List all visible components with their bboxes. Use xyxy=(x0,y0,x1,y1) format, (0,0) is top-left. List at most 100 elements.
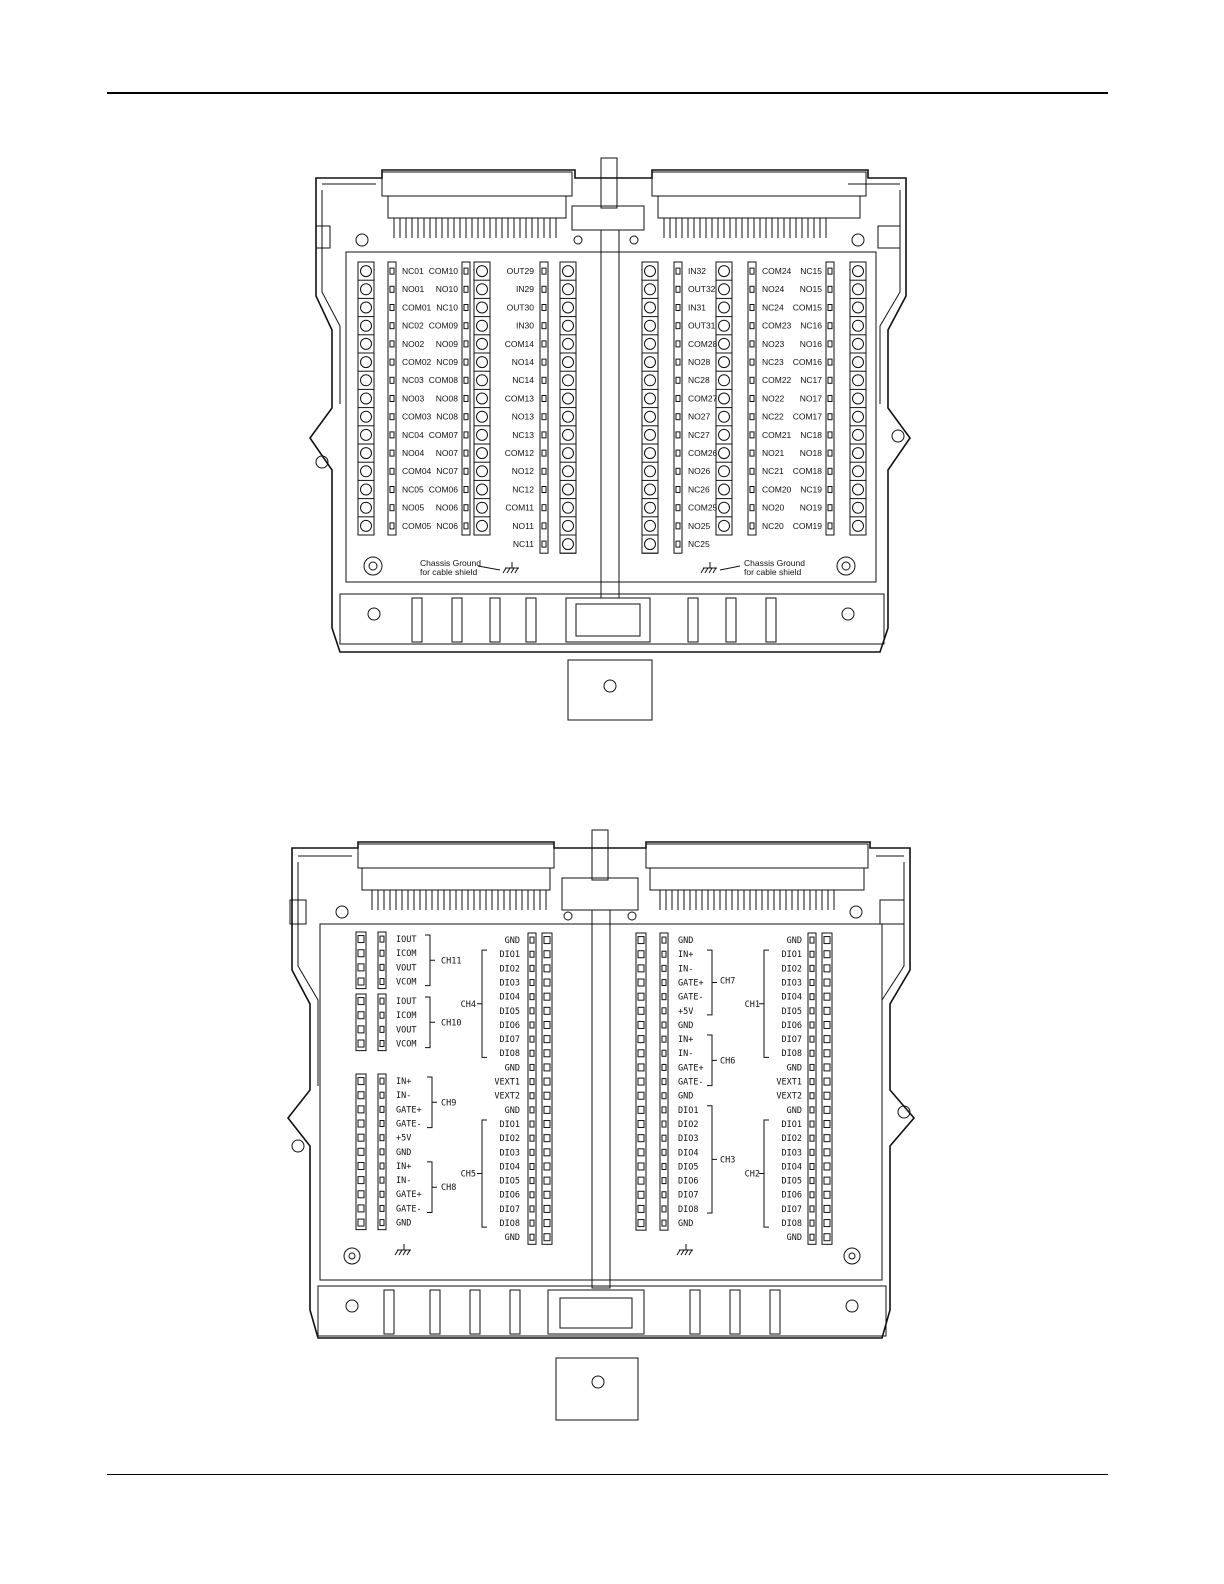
terminal-screw-icon xyxy=(562,538,574,551)
clamp-square-icon xyxy=(389,267,395,275)
clamp-square-icon xyxy=(809,1007,815,1015)
terminal-screw-icon xyxy=(637,1120,645,1129)
bracket-ch10 xyxy=(425,996,435,1049)
pin-label: DIO1 xyxy=(500,1120,520,1130)
terminal-strip-body xyxy=(355,931,367,990)
pin-label: NO08 xyxy=(436,393,458,403)
clamp-square-icon xyxy=(675,540,681,548)
pin-label: IN- xyxy=(678,964,693,974)
terminal-screw-icon xyxy=(360,519,372,532)
terminal-strip-d-right xyxy=(849,261,867,536)
pin-label: IN- xyxy=(396,1091,411,1101)
terminal-screw-icon xyxy=(852,356,864,369)
pin-label: NC16 xyxy=(800,321,822,331)
clamps-col-d xyxy=(807,932,817,1245)
rail-rib xyxy=(687,597,699,643)
clamp-square-icon xyxy=(809,1219,815,1227)
pin-label: GATE- xyxy=(678,993,704,1003)
clamp-column xyxy=(387,261,397,536)
pin-label: DIO4 xyxy=(782,993,802,1003)
clamp-square-icon xyxy=(661,1049,667,1057)
terminal-screw-icon xyxy=(562,428,574,441)
pin-label: NC09 xyxy=(436,357,458,367)
terminal-screw-icon xyxy=(476,356,488,369)
terminal-screw-icon xyxy=(360,392,372,405)
pin-label: NC15 xyxy=(800,266,822,276)
clamp-square-icon xyxy=(529,1134,535,1142)
clamp-square-icon xyxy=(463,449,469,457)
side-latch-left xyxy=(289,899,307,925)
pin-label: COM07 xyxy=(429,430,459,440)
clamp-square-icon xyxy=(809,1049,815,1057)
clamp-square-icon xyxy=(389,431,395,439)
clamp-square-icon xyxy=(661,1191,667,1199)
pin-label: NO23 xyxy=(762,339,784,349)
terminal-screw-icon xyxy=(476,447,488,460)
terminal-screw-icon xyxy=(852,428,864,441)
pin-label: IN+ xyxy=(396,1077,411,1087)
clamp-square-icon xyxy=(675,522,681,530)
pin-label: ICOM xyxy=(396,1011,416,1021)
terminal-screw-icon xyxy=(637,1148,645,1157)
terminal-screw-icon xyxy=(476,265,488,278)
terminal-screw-icon xyxy=(644,447,656,460)
pin-label: COM09 xyxy=(429,321,459,331)
bracket-ch7 xyxy=(707,949,717,1016)
mount-hole-icon xyxy=(891,429,905,443)
clamp-square-icon xyxy=(661,1120,667,1128)
terminal-screw-icon xyxy=(543,1020,551,1029)
pin-label: VEXT1 xyxy=(494,1078,520,1088)
mount-hole-icon xyxy=(845,1299,859,1313)
pin-label: COM25 xyxy=(688,503,718,513)
clamp-square-icon xyxy=(675,304,681,311)
terminal-screw-icon xyxy=(357,997,365,1006)
bracket-path xyxy=(425,996,435,1049)
pin-label: GND xyxy=(787,936,802,946)
ground-hatch xyxy=(712,567,717,574)
pin-label: GATE- xyxy=(396,1119,422,1129)
terminal-screw-icon xyxy=(823,1190,831,1199)
clamp-square-icon xyxy=(809,936,815,944)
terminal-screw-icon xyxy=(852,501,864,514)
terminal-screw-icon xyxy=(562,337,574,350)
pin-label: NC14 xyxy=(512,375,534,385)
clamp-square-icon xyxy=(749,504,755,512)
mount-hole-icon xyxy=(291,1139,305,1153)
clamp-square-icon xyxy=(541,358,547,366)
clamp-square-icon xyxy=(661,1205,667,1213)
mount-hole-icon xyxy=(368,561,378,571)
pin-label: DIO1 xyxy=(782,1120,802,1130)
rail-rib xyxy=(769,1289,781,1335)
pin-label: COM16 xyxy=(793,357,823,367)
pin-label: NC28 xyxy=(688,375,710,385)
terminal-screw-icon xyxy=(357,949,365,958)
terminal-screw-icon xyxy=(823,1006,831,1015)
clamp-square-icon xyxy=(661,993,667,1001)
clamp-square-icon xyxy=(541,467,547,475)
clamp-square-icon xyxy=(675,376,681,384)
pin-label: COM12 xyxy=(505,448,535,458)
pin-label: DIO1 xyxy=(782,950,802,960)
terminal-screw-icon xyxy=(718,447,730,460)
mount-hole-icon xyxy=(343,1247,361,1265)
header-rule xyxy=(107,92,1108,94)
clamp-square-icon xyxy=(749,340,755,348)
pin-label: NO27 xyxy=(688,412,710,422)
clamp-square-icon xyxy=(463,504,469,512)
terminal-screw-icon xyxy=(644,428,656,441)
clamp-column xyxy=(461,261,471,536)
latch-window xyxy=(559,1297,633,1329)
terminal-screw-icon xyxy=(852,374,864,387)
pin-label: VOUT xyxy=(396,1025,416,1035)
pin-label: DIO3 xyxy=(678,1134,698,1144)
side-latch-left xyxy=(315,225,331,249)
pin-label: GND xyxy=(678,1021,693,1031)
side-latch-right xyxy=(879,899,905,925)
clamp-square-icon xyxy=(661,1078,667,1086)
terminal-screw-icon xyxy=(823,1176,831,1185)
board-enclosure: NC01NO01COM01NC02NO02COM02NC03NO03COM03N… xyxy=(309,157,911,721)
pin-label: DIO7 xyxy=(782,1205,802,1215)
terminal-screw-icon xyxy=(357,1119,365,1128)
connector-pins-left xyxy=(371,890,547,910)
clamp-square-icon xyxy=(541,540,547,548)
